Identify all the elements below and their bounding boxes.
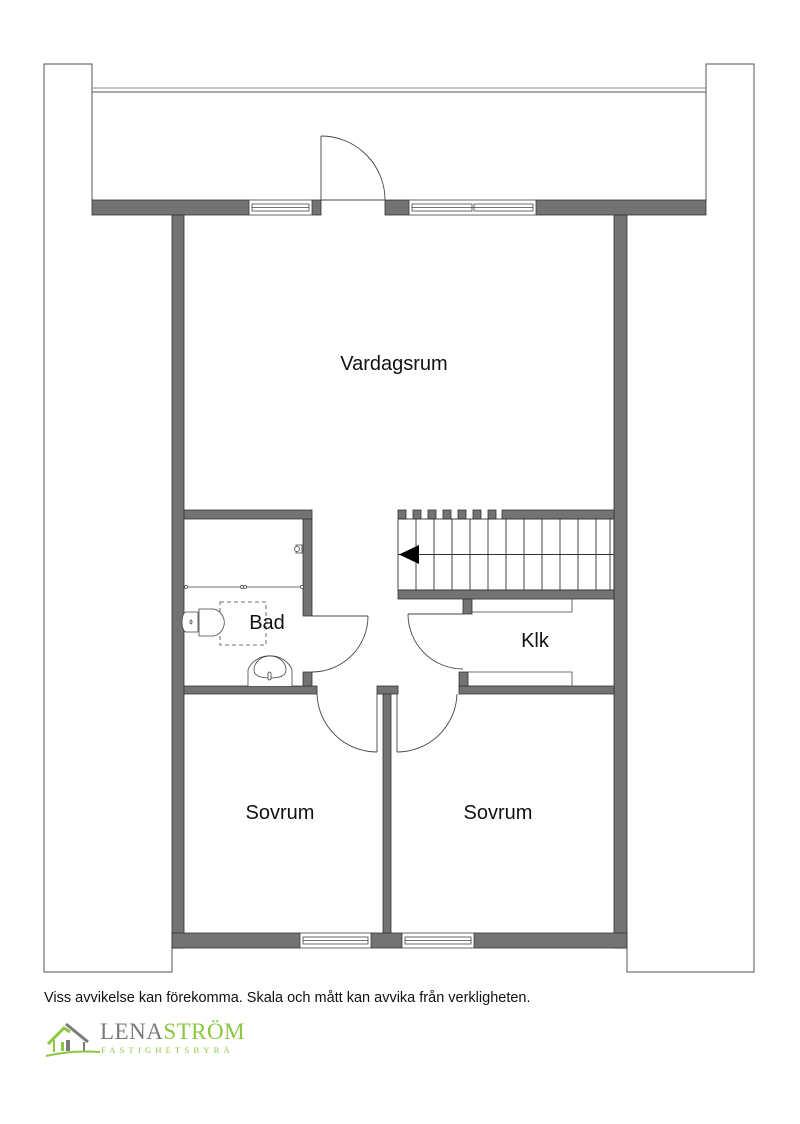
bathroom-fixtures (181, 544, 304, 686)
outline (43, 63, 755, 973)
closet-shelves (468, 598, 573, 687)
window-top-left (248, 199, 313, 216)
room-label-sovrum-left: Sovrum (246, 802, 315, 824)
logo-subtitle: FASTIGHETSBYRÅ (101, 1045, 234, 1055)
logo-wordmark: LENASTRÖM (100, 1020, 245, 1044)
shower-head-icon (294, 544, 303, 554)
window-bottom-right (401, 932, 475, 949)
bedroom-right-door (396, 693, 458, 753)
logo-name-part1: LENA (100, 1019, 164, 1044)
klk-door (407, 613, 464, 670)
bath-door (311, 615, 369, 673)
bedroom-left-door (316, 693, 378, 753)
windows (248, 199, 537, 949)
shower-rail-icon (184, 585, 304, 589)
room-label-klk: Klk (521, 630, 550, 652)
sink-icon (247, 655, 293, 686)
stair-direction-arrow-icon (399, 545, 419, 564)
house-logo-icon (45, 1022, 100, 1057)
staircase (397, 518, 615, 591)
window-top-right (408, 199, 537, 216)
floor-plan: Vardagsrum Bad Klk Sovrum Sovrum (43, 63, 755, 973)
toilet-icon (181, 601, 267, 646)
window-bottom-left (299, 932, 372, 949)
disclaimer-text: Viss avvikelse kan förekomma. Skala och … (44, 990, 531, 1006)
room-label-vardagsrum: Vardagsrum (340, 353, 447, 375)
doors (311, 135, 464, 753)
entrance-door (320, 135, 386, 201)
company-logo: LENASTRÖM FASTIGHETSBYRÅ (44, 1018, 264, 1062)
room-label-bad: Bad (249, 612, 285, 634)
logo-name-part2: STRÖM (163, 1019, 246, 1044)
room-label-sovrum-right: Sovrum (464, 802, 533, 824)
